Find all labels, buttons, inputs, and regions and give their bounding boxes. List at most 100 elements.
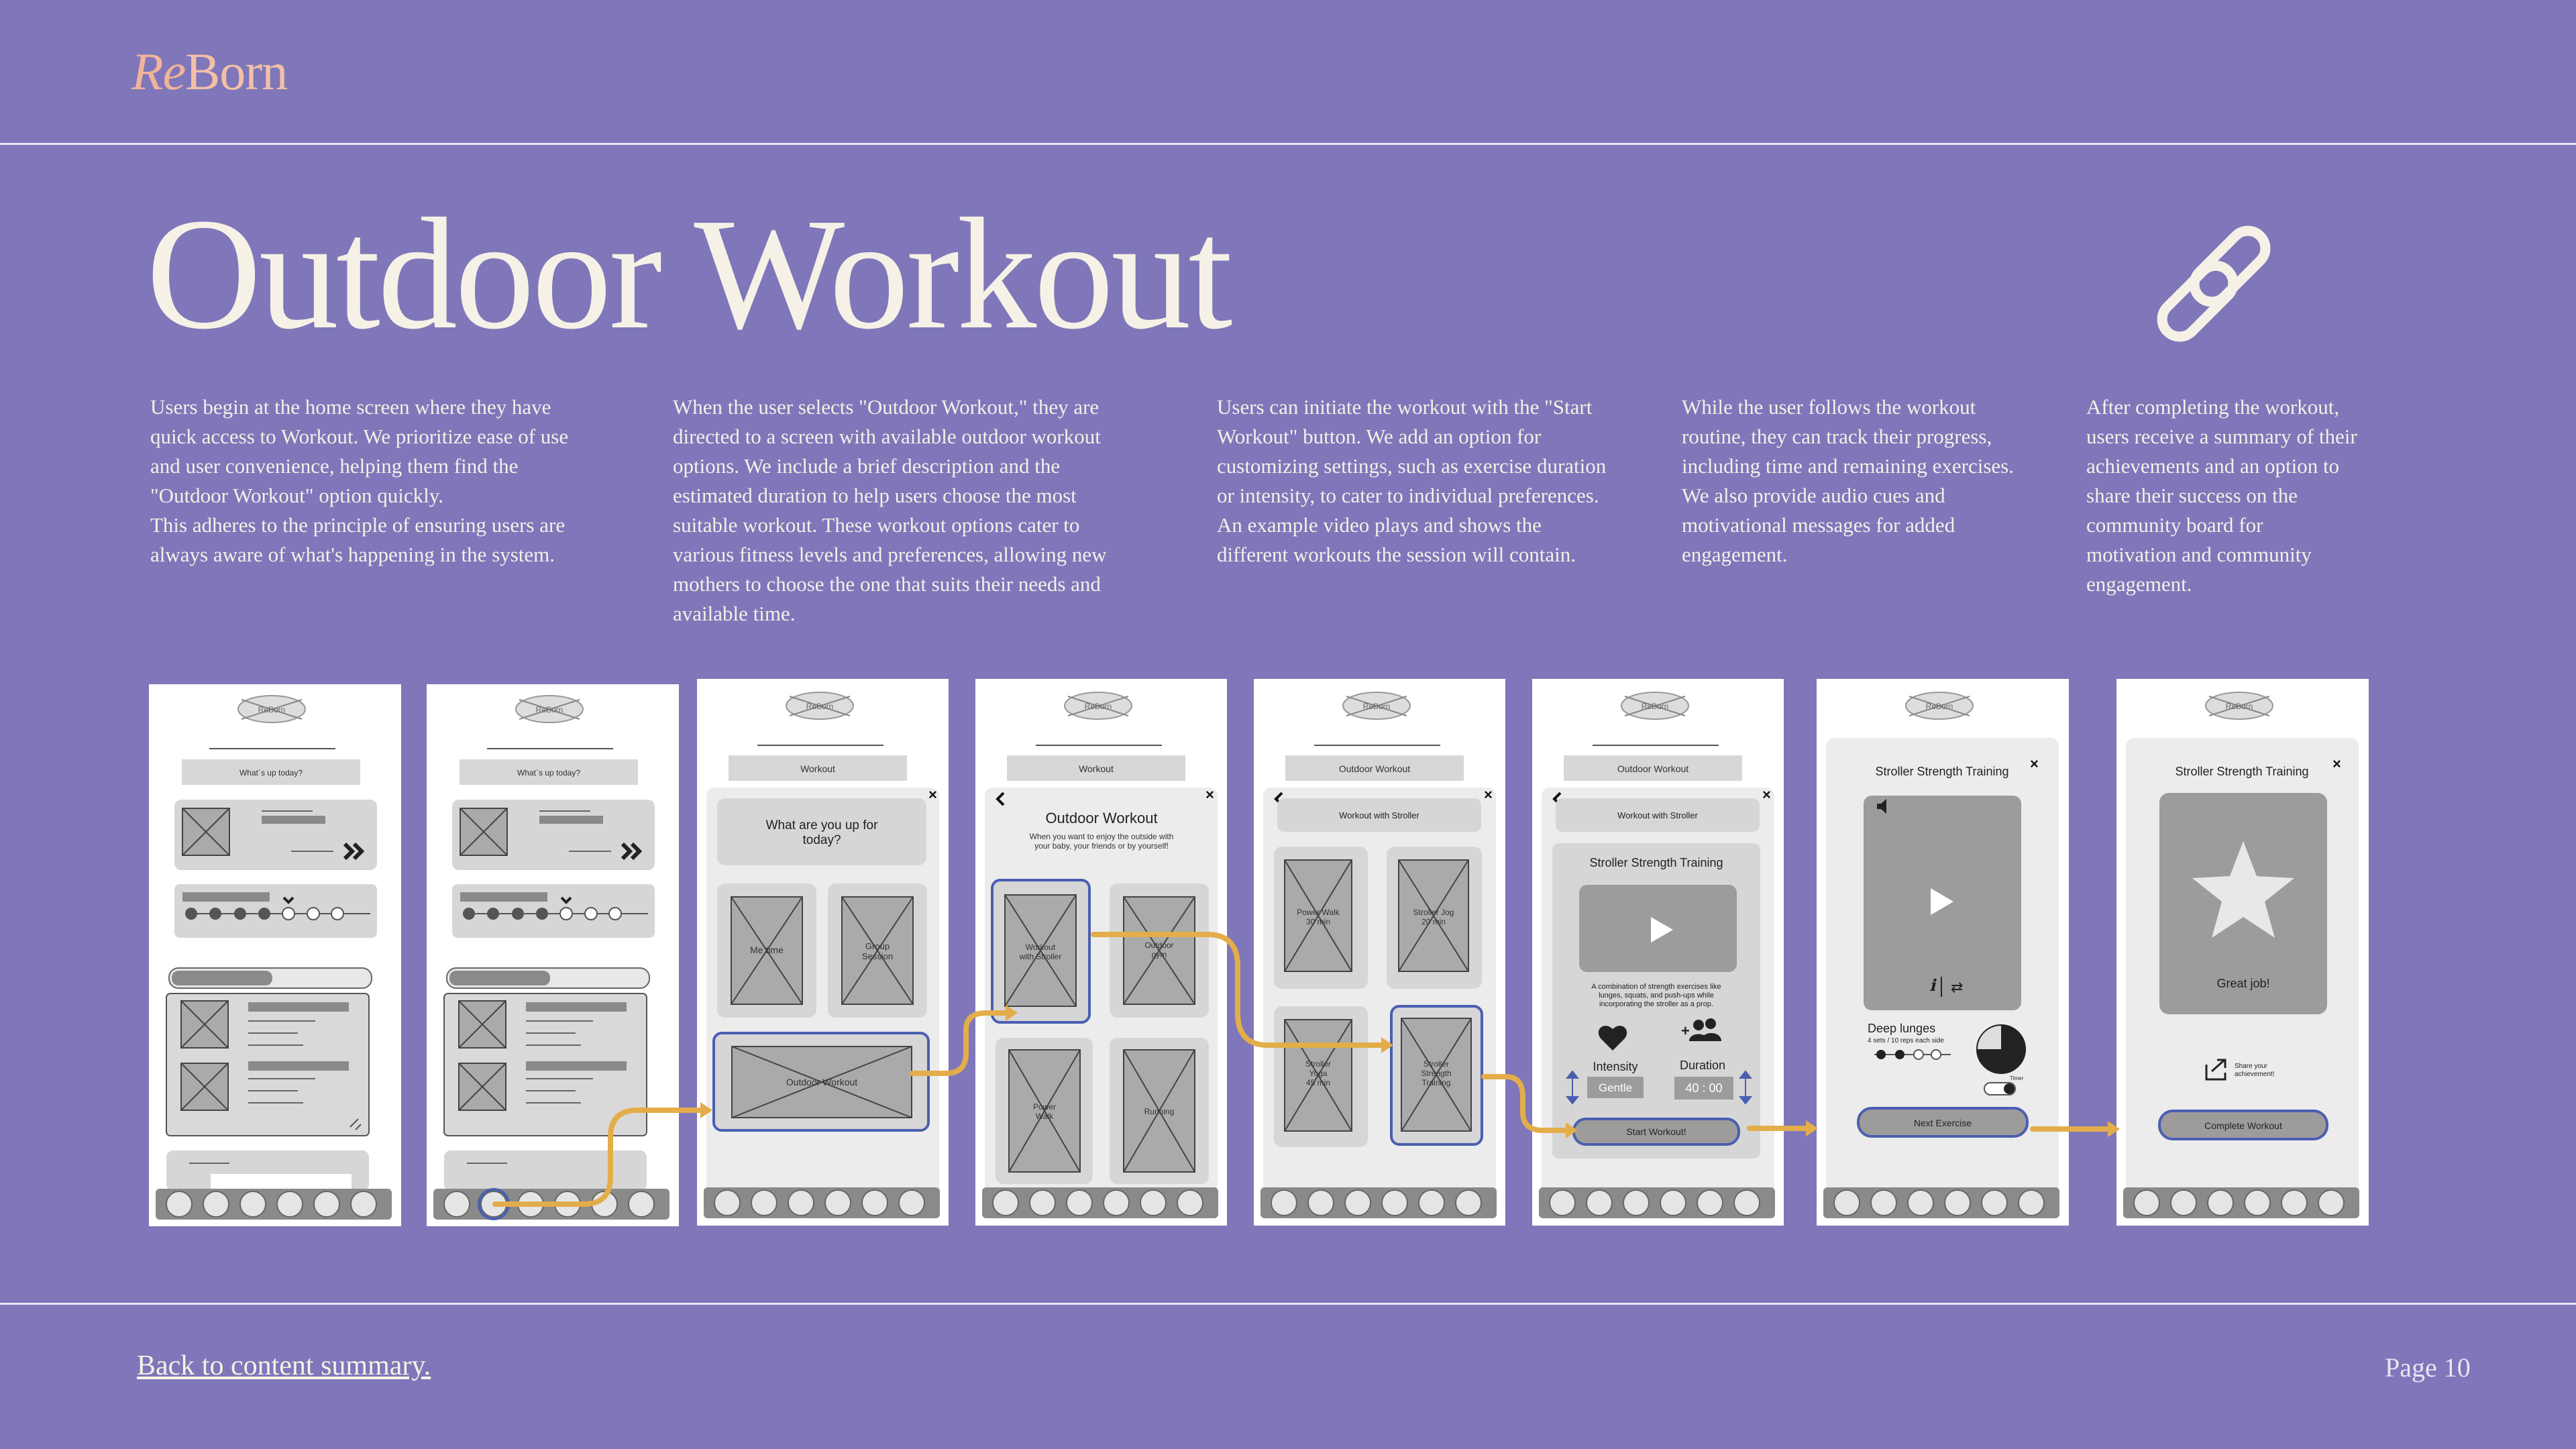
- page-number: Page 10: [2385, 1352, 2471, 1383]
- step-1-description: Users begin at the home screen where the…: [150, 392, 568, 570]
- complete-workout-button[interactable]: [2158, 1110, 2328, 1140]
- step-3-description: Users can initiate the workout with the …: [1217, 392, 1606, 570]
- wireframe-home-selected: ReBorn What´s up today?: [427, 684, 679, 1226]
- description-line: We also provide audio cues and: [1682, 484, 1945, 507]
- svg-text:×: ×: [2332, 755, 2341, 772]
- svg-text:Workout with Stroller: Workout with Stroller: [1339, 810, 1419, 820]
- svg-text:ReBorn: ReBorn: [1085, 702, 1112, 711]
- svg-text:Great job!: Great job!: [2216, 977, 2269, 990]
- description-line: When the user selects "Outdoor Workout,"…: [673, 395, 1099, 419]
- speaker-icon: [1877, 799, 1886, 814]
- svg-text:×: ×: [2030, 755, 2039, 772]
- svg-text:Outdoor Workout: Outdoor Workout: [1617, 763, 1688, 774]
- play-icon: [1651, 917, 1673, 943]
- svg-text:Running: Running: [1144, 1107, 1175, 1116]
- svg-text:Workout: Workout: [1079, 763, 1114, 774]
- description-line: motivational messages for added: [1682, 513, 1955, 537]
- description-line: achievements and an option to: [2086, 454, 2340, 478]
- wireframe-stroller-options: ReBorn Outdoor Workout × Workout with St…: [1254, 679, 1505, 1226]
- description-line: directed to a screen with available outd…: [673, 425, 1101, 448]
- svg-text:ReBorn: ReBorn: [2226, 702, 2253, 711]
- description-line: or intensity, to cater to individual pre…: [1217, 484, 1599, 507]
- description-line: users receive a summary of their: [2086, 425, 2357, 448]
- step-5-description: After completing the workout, users recei…: [2086, 392, 2357, 599]
- description-line: routine, they can track their progress,: [1682, 425, 1992, 448]
- wireframe-home: ReBorn What´s up today?: [149, 684, 401, 1226]
- svg-text:What´s up today?: What´s up today?: [517, 768, 580, 777]
- wireframe-workout-progress: ReBorn Stroller Strength Training × ℹ ⇄ …: [1817, 679, 2069, 1226]
- svg-text:ReBorn: ReBorn: [806, 702, 834, 711]
- description-line: While the user follows the workout: [1682, 395, 1976, 419]
- svg-text:Me time: Me time: [750, 945, 784, 955]
- svg-text:Outdoor Workout: Outdoor Workout: [1045, 810, 1157, 826]
- description-line: This adheres to the principle of ensurin…: [150, 513, 566, 537]
- chevron-down-icon: [282, 896, 294, 904]
- svg-text:ReBorn: ReBorn: [1363, 702, 1391, 711]
- svg-text:Gentle: Gentle: [1599, 1081, 1632, 1094]
- chevron-double-right-icon[interactable]: [343, 842, 365, 861]
- svg-text:Outdoor Workout: Outdoor Workout: [786, 1077, 857, 1087]
- svg-text:ReBorn: ReBorn: [1926, 702, 1953, 711]
- description-line: Workout" button. We add an option for: [1217, 425, 1542, 448]
- svg-text:Stroller Strength Training: Stroller Strength Training: [1589, 856, 1723, 869]
- step-2-description: When the user selects "Outdoor Workout,"…: [673, 392, 1106, 629]
- page-title: Outdoor Workout: [146, 186, 1232, 362]
- svg-text:Start Workout!: Start Workout!: [1626, 1126, 1686, 1137]
- wireframe-outdoor-workout: ReBorn Workout × Outdoor Workout When yo…: [975, 679, 1227, 1226]
- link-icon[interactable]: [2153, 218, 2288, 352]
- svg-text:ReBorn: ReBorn: [536, 705, 564, 714]
- description-line: After completing the workout,: [2086, 395, 2340, 419]
- description-line: different workouts the session will cont…: [1217, 543, 1576, 566]
- description-line: engagement.: [1682, 543, 1788, 566]
- description-line: suitable workout. These workout options …: [673, 513, 1080, 537]
- wireframe-workout-summary: ReBorn Stroller Strength Training × Grea…: [2116, 679, 2369, 1226]
- home-greeting: What´s up today?: [239, 768, 303, 777]
- share-icon: [2205, 1059, 2226, 1081]
- svg-text:×: ×: [1762, 786, 1771, 803]
- description-line: mothers to choose the one that suits the…: [673, 572, 1101, 596]
- svg-text:Timer: Timer: [2010, 1075, 2023, 1081]
- description-line: options. We include a brief description …: [673, 454, 1061, 478]
- description-line: engagement.: [2086, 572, 2192, 596]
- heart-icon: [1598, 1026, 1627, 1051]
- svg-text:Next Exercise: Next Exercise: [1914, 1118, 1972, 1128]
- svg-text:When you want to enjoy the out: When you want to enjoy the outside withy…: [1030, 832, 1174, 851]
- svg-text:Complete Workout: Complete Workout: [2204, 1120, 2282, 1131]
- description-line: available time.: [673, 602, 796, 625]
- description-line: customizing settings, such as exercise d…: [1217, 454, 1607, 478]
- brand-logo: ReBorn: [131, 42, 288, 101]
- back-to-summary-link[interactable]: Back to content summary.: [137, 1350, 431, 1381]
- description-line: An example video plays and shows the: [1217, 513, 1542, 537]
- svg-text:4 sets / 10 reps each side: 4 sets / 10 reps each side: [1868, 1037, 1944, 1044]
- description-line: various fitness levels and preferences, …: [673, 543, 1107, 566]
- svg-text:×: ×: [1205, 786, 1214, 803]
- description-line: community board for: [2086, 513, 2263, 537]
- svg-text:Stroller Strength Training: Stroller Strength Training: [1875, 765, 2008, 778]
- next-exercise-button[interactable]: [1857, 1107, 2029, 1138]
- svg-text:Duration: Duration: [1680, 1059, 1725, 1072]
- step-4-description: While the user follows the workout routin…: [1682, 392, 2014, 570]
- close-icon: ×: [928, 786, 937, 803]
- svg-text:Stroller Strength Training: Stroller Strength Training: [2175, 765, 2308, 778]
- description-line: Users begin at the home screen where the…: [150, 395, 551, 419]
- description-line: and user convenience, helping them find …: [150, 454, 519, 478]
- header-divider: [0, 143, 2576, 145]
- description-line: "Outdoor Workout" option quickly.: [150, 484, 443, 507]
- description-line: always aware of what's happening in the …: [150, 543, 555, 566]
- svg-text:Outdoor Workout: Outdoor Workout: [1339, 763, 1410, 774]
- svg-text:Deep lunges: Deep lunges: [1868, 1022, 1935, 1035]
- svg-text:Workout with Stroller: Workout with Stroller: [1617, 810, 1698, 820]
- description-line: estimated duration to help users choose …: [673, 484, 1077, 507]
- group-add-icon: +: [1681, 1018, 1721, 1041]
- repeat-icon: ⇄: [1951, 979, 1963, 996]
- star-icon: [2192, 841, 2294, 938]
- svg-text:Workout: Workout: [800, 763, 835, 774]
